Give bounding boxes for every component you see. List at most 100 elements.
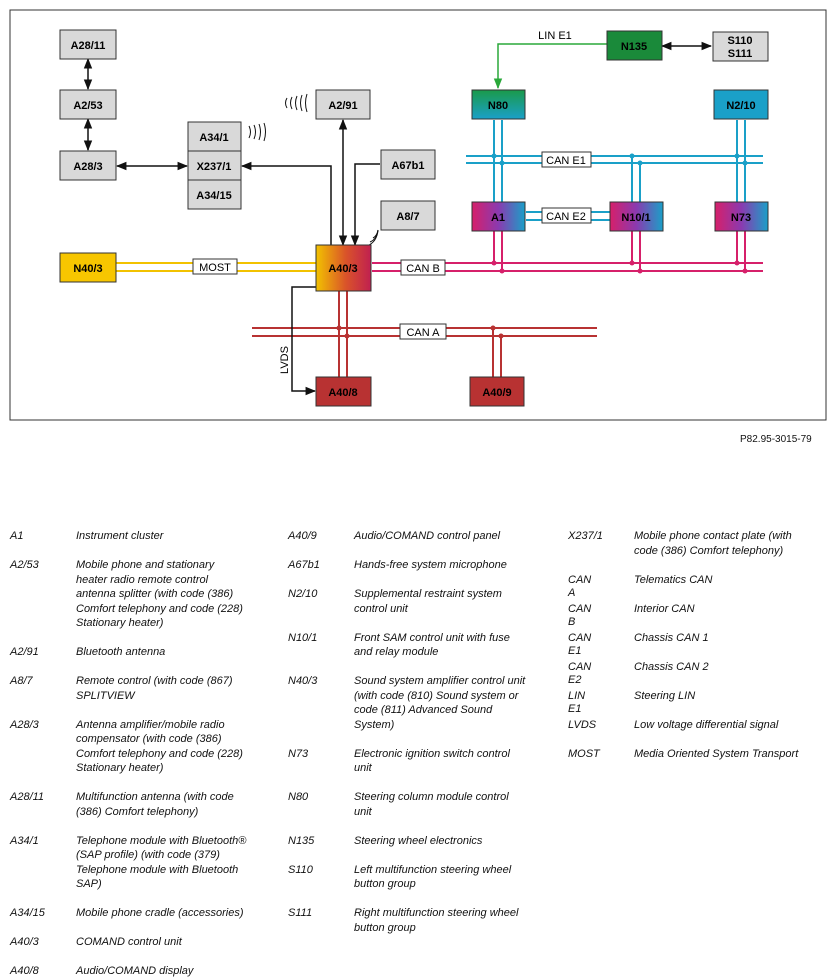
- legend-code: A40/3: [10, 936, 39, 948]
- legend-code: A28/11: [10, 791, 45, 803]
- legend-description: Electronic ignition switch control: [354, 747, 510, 760]
- legend-code: A1: [10, 530, 24, 542]
- svg-text:N135: N135: [621, 41, 647, 53]
- box-x237-1: X237/1: [187, 150, 242, 181]
- legend-description: code (811) Advanced Sound: [354, 704, 493, 716]
- box-a40-8: A40/8: [315, 376, 372, 407]
- box-n2-10: N2/10: [713, 89, 769, 120]
- legend-description: unit: [354, 762, 372, 774]
- legend-code: CAN A: [568, 573, 592, 599]
- legend-description: and relay module: [354, 646, 439, 658]
- legend-description: Telephone module with Bluetooth®: [76, 834, 247, 847]
- box-n73: N73: [714, 201, 769, 232]
- network-diagram: A28/11 A2/53 A28/3 A34/1 X237/1 A34/15 A…: [9, 9, 827, 421]
- legend-code: N73: [288, 747, 309, 760]
- svg-text:LIN E1: LIN E1: [538, 30, 572, 42]
- legend-description: Steering LIN: [634, 689, 696, 702]
- legend-description: unit: [354, 805, 372, 818]
- svg-text:N80: N80: [488, 100, 508, 112]
- box-a1: A1: [471, 201, 526, 232]
- svg-text:A40/9: A40/9: [482, 387, 511, 399]
- legend-description: Telematics CAN: [634, 573, 713, 586]
- box-n135: N135: [606, 30, 663, 61]
- legend-description: control unit: [354, 602, 408, 615]
- legend-description: Media Oriented System Transport: [634, 747, 799, 760]
- box-a34-15: A34/15: [187, 179, 242, 210]
- legend-description: Sound system amplifier control unit: [354, 675, 526, 687]
- legend-description: Multifunction antenna (with code: [76, 791, 234, 803]
- legend-code: A2/53: [10, 559, 39, 571]
- legend-code: LIN E1: [568, 689, 586, 715]
- legend-description: button group: [354, 878, 416, 890]
- svg-text:A2/91: A2/91: [328, 100, 357, 112]
- legend-code: CAN E2: [568, 660, 592, 686]
- legend-code: N10/1: [288, 631, 318, 644]
- legend-description: Audio/COMAND control panel: [354, 530, 501, 542]
- box-a40-9: A40/9: [469, 376, 525, 407]
- legend-description: Left multifunction steering wheel: [354, 863, 512, 876]
- legend-description: Front SAM control unit with fuse: [354, 631, 510, 644]
- legend-description: Steering column module control: [354, 791, 509, 803]
- legend-description: COMAND control unit: [76, 936, 182, 948]
- can-b-junctions: [491, 260, 748, 274]
- svg-text:CAN A: CAN A: [406, 327, 440, 339]
- legend-description: Low voltage differential signal: [634, 718, 779, 731]
- svg-text:A34/15: A34/15: [196, 190, 231, 202]
- legend-description: heater radio remote control: [76, 573, 209, 586]
- legend-code: A40/9: [288, 530, 317, 542]
- label-lin-e1: LIN E1: [538, 30, 572, 42]
- legend-description: Interior CAN: [634, 602, 695, 615]
- svg-text:A67b1: A67b1: [391, 160, 424, 172]
- can-a-junctions: [336, 325, 504, 339]
- legend-description: code (386) Comfort telephony): [634, 544, 784, 557]
- legend-code: N80: [288, 791, 309, 803]
- svg-text:N40/3: N40/3: [73, 263, 102, 275]
- legend-description: Chassis CAN 1: [634, 631, 709, 644]
- legend-code: LVDS: [568, 718, 597, 731]
- label-can-a: CAN A: [399, 323, 447, 340]
- box-n40-3: N40/3: [59, 252, 117, 283]
- legend-code: N135: [288, 834, 315, 847]
- legend-code: S110: [288, 863, 313, 876]
- label-can-e1: CAN E1: [541, 151, 592, 168]
- svg-text:S111: S111: [728, 48, 752, 60]
- legend-description: System): [354, 718, 395, 731]
- svg-text:A28/11: A28/11: [71, 40, 106, 52]
- legend-code: A34/15: [10, 907, 45, 919]
- legend-description: compensator (with code (386): [76, 733, 222, 745]
- box-a28-11: A28/11: [59, 29, 117, 60]
- legend-description: (SAP profile) (with code (379): [76, 849, 220, 861]
- svg-text:X237/1: X237/1: [197, 161, 232, 173]
- svg-text:A1: A1: [491, 212, 505, 224]
- svg-text:A8/7: A8/7: [396, 211, 419, 223]
- svg-text:N10/1: N10/1: [621, 212, 650, 224]
- signal-arrows: [83, 41, 713, 396]
- legend-code: A34/1: [10, 834, 39, 847]
- box-s110-s111: S110 S111: [712, 31, 769, 62]
- legend-description: Instrument cluster: [76, 530, 164, 542]
- svg-text:CAN E1: CAN E1: [546, 155, 586, 167]
- legend-description: Comfort telephony and code (228): [76, 747, 243, 760]
- legend-description: Audio/COMAND display: [76, 965, 194, 977]
- legend-description: (386) Comfort telephony): [76, 805, 199, 818]
- legend-description: (with code (810) Sound system or: [354, 689, 519, 702]
- legend-description: Hands-free system microphone: [354, 559, 507, 571]
- svg-text:A34/1: A34/1: [199, 132, 228, 144]
- box-a2-53: A2/53: [59, 89, 117, 120]
- legend-code: CAN B: [568, 602, 592, 628]
- box-n80: N80: [471, 89, 526, 120]
- svg-text:N73: N73: [731, 212, 751, 224]
- legend-description: Right multifunction steering wheel: [354, 907, 519, 919]
- lin-e1-line: [493, 43, 607, 90]
- legend-description: SPLITVIEW: [76, 689, 135, 702]
- box-a34-1: A34/1: [187, 121, 242, 152]
- legend-description: Mobile phone and stationary: [76, 559, 215, 571]
- legend-description: Supplemental restraint system: [354, 588, 502, 600]
- svg-text:N2/10: N2/10: [726, 100, 755, 112]
- legend-code: X237/1: [568, 530, 603, 542]
- legend-code: A2/91: [10, 646, 39, 658]
- legend-code: N40/3: [288, 675, 318, 687]
- legend-code: A8/7: [10, 675, 33, 687]
- svg-text:CAN B: CAN B: [406, 263, 440, 275]
- legend-code: MOST: [568, 747, 600, 760]
